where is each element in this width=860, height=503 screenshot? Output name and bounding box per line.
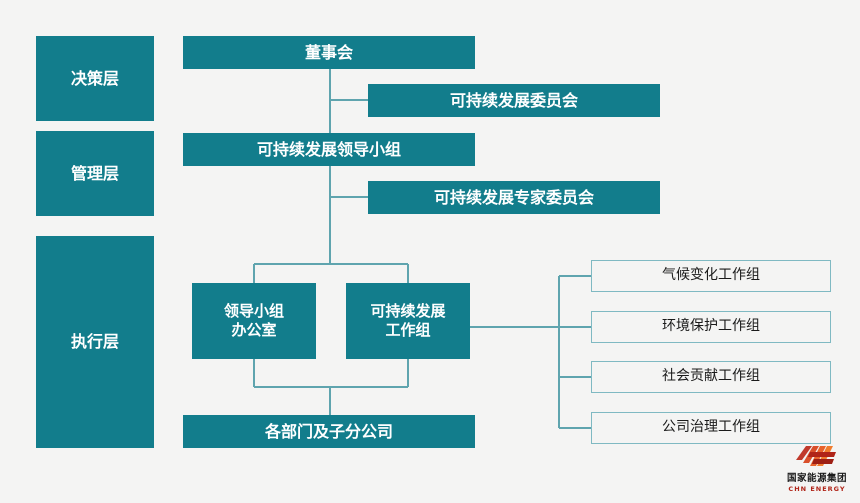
node-working-group-corporate-governance: 公司治理工作组 (591, 412, 831, 444)
node-sustainability-work-team-line2: 工作组 (385, 321, 431, 339)
layer-label-decision: 决策层 (36, 36, 154, 121)
node-departments-and-subsidiaries: 各部门及子分公司 (183, 415, 475, 448)
layer-label-management: 管理层 (36, 131, 154, 216)
corporate-logo: 国家能源集团 CHN ENERGY (782, 443, 852, 495)
node-sustainability-work-team-line1: 可持续发展 (370, 302, 446, 321)
node-board-of-directors: 董事会 (183, 36, 475, 69)
logo-name-en: CHN ENERGY (788, 485, 846, 493)
node-sustainability-work-team: 可持续发展 工作组 (346, 283, 470, 359)
node-sustainability-committee: 可持续发展委员会 (368, 84, 660, 117)
node-leading-group-office-line2: 办公室 (231, 321, 277, 339)
layer-label-execution: 执行层 (36, 236, 154, 448)
node-leading-group-office: 领导小组 办公室 (192, 283, 316, 359)
node-sustainability-leading-group: 可持续发展领导小组 (183, 133, 475, 166)
chn-energy-emblem-icon (796, 446, 836, 466)
node-working-group-climate-change: 气候变化工作组 (591, 260, 831, 292)
node-sustainability-expert-committee: 可持续发展专家委员会 (368, 181, 660, 214)
node-working-group-social-contribution: 社会贡献工作组 (591, 361, 831, 393)
node-leading-group-office-line1: 领导小组 (223, 302, 284, 321)
node-working-group-environmental-protection: 环境保护工作组 (591, 311, 831, 343)
logo-name-cn: 国家能源集团 (786, 473, 847, 484)
